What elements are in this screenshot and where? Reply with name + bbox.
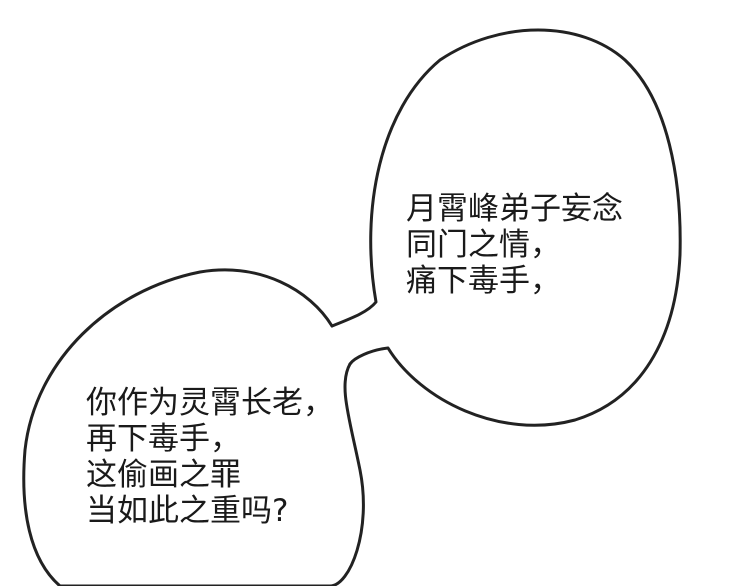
speech-bubble-bottom-left [22, 268, 365, 586]
speech-line: 这偷画之罪 [86, 457, 241, 493]
speech-line: 痛下毒手， [406, 263, 561, 299]
speech-text-top-right: 月霄峰弟子妄念 同门之情， 痛下毒手， [406, 191, 623, 299]
speech-bubble-top-right [330, 28, 682, 427]
speech-line: 再下毒手， [86, 421, 241, 457]
speech-line: 同门之情， [406, 227, 561, 263]
speech-text-bottom-left: 你作为灵霄长老， 再下毒手， 这偷画之罪 当如此之重吗? [86, 385, 334, 529]
speech-line: 月霄峰弟子妄念 [406, 191, 623, 227]
speech-line: 你作为灵霄长老， [86, 385, 334, 421]
speech-line: 当如此之重吗? [86, 493, 289, 529]
